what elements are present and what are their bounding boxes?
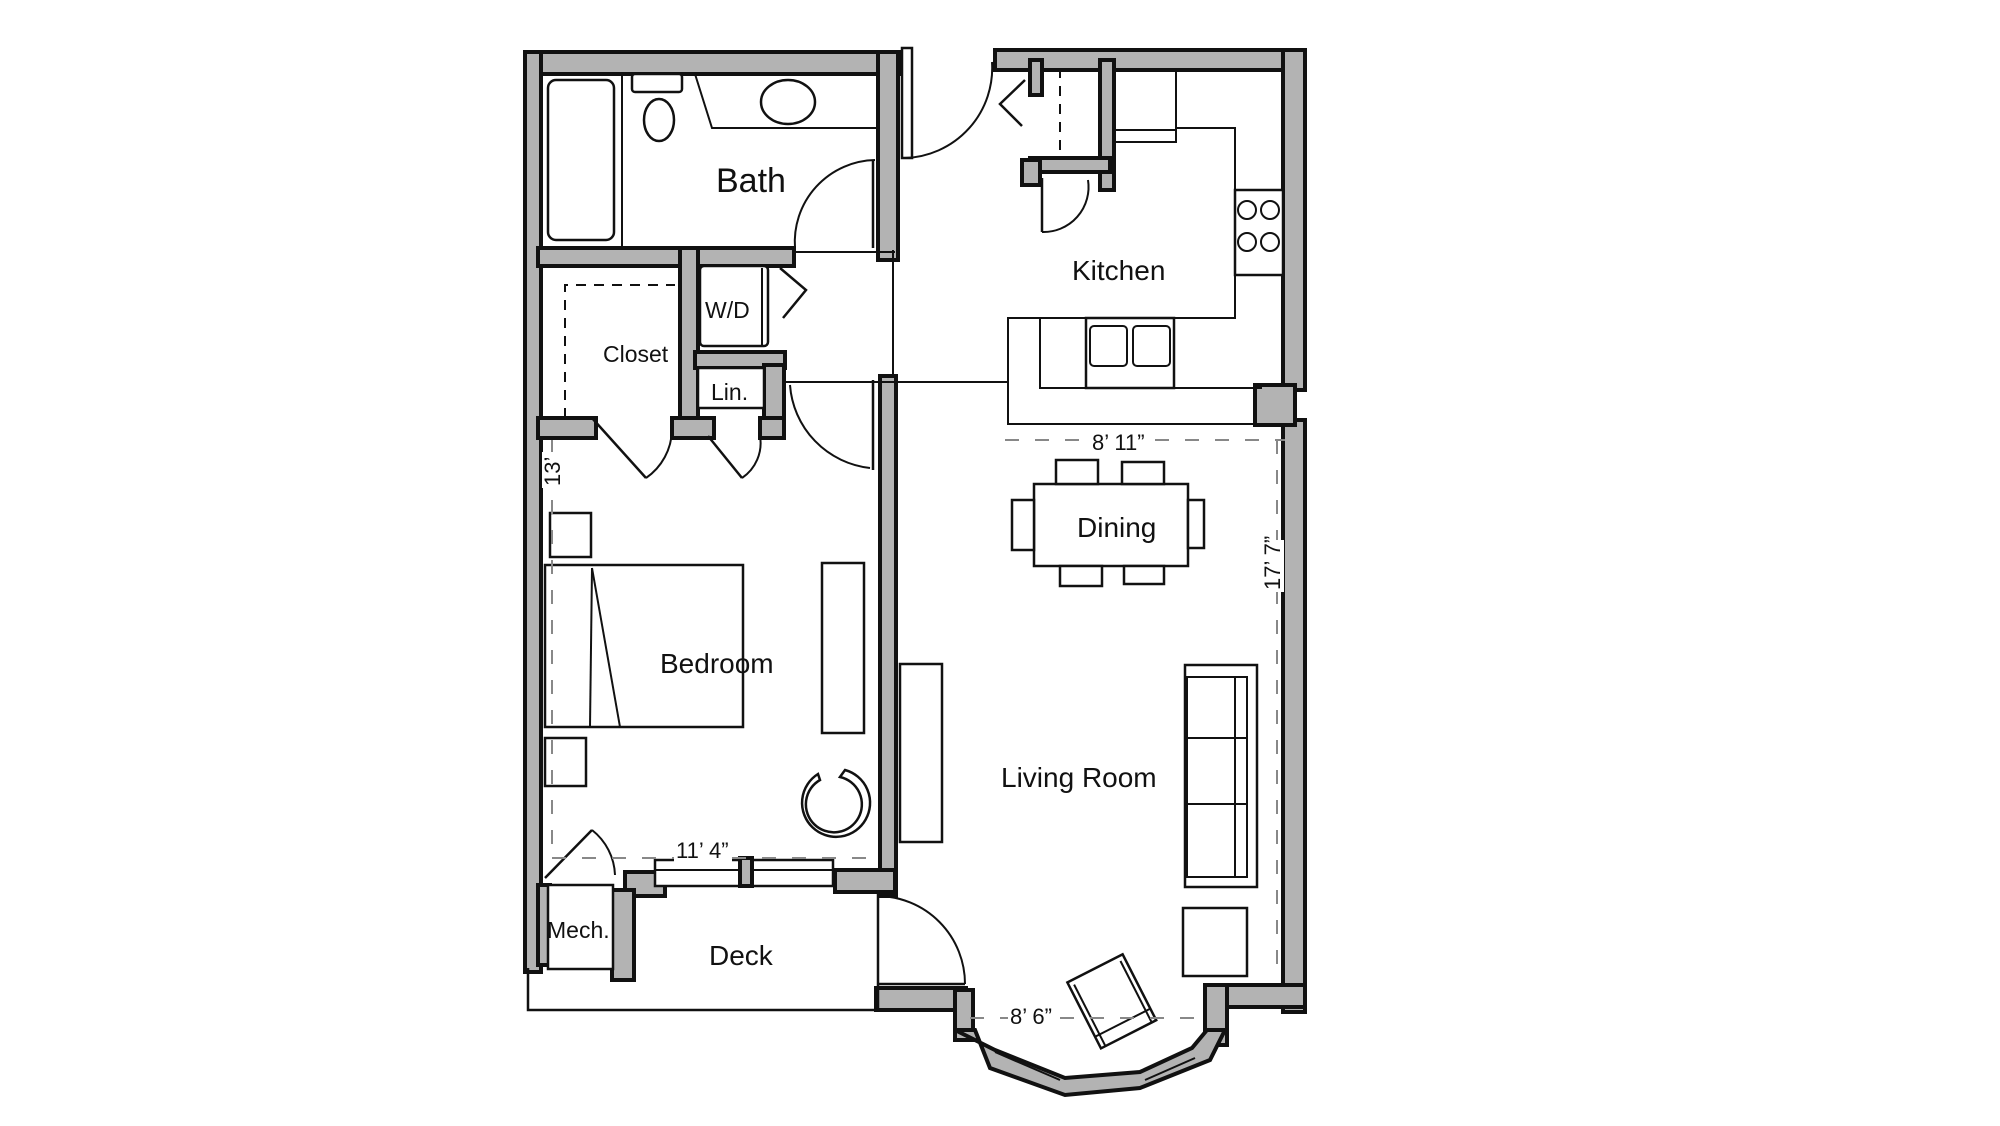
room-label-linen: Lin.	[711, 379, 748, 405]
room-label-mech: Mech.	[547, 917, 610, 943]
deck-slider	[653, 856, 835, 888]
room-label-closet: Closet	[603, 341, 669, 367]
dimension-living-depth: 17’ 7”	[1260, 536, 1285, 590]
bay-window	[954, 1028, 1229, 1098]
room-label-kitchen: Kitchen	[1072, 255, 1165, 286]
dining-set	[1010, 458, 1206, 588]
dimension-bay-width: 8’ 6”	[1010, 1004, 1052, 1029]
room-label-dining: Dining	[1077, 512, 1156, 543]
bedroom-furniture	[543, 511, 872, 971]
bath-fixtures	[546, 72, 878, 249]
room-label-deck: Deck	[709, 940, 774, 971]
room-label-living-room: Living Room	[1001, 762, 1157, 793]
living-furniture	[877, 662, 1259, 1051]
room-label-wd: W/D	[705, 297, 750, 323]
dimension-bedroom-width: 11’ 4”	[676, 838, 729, 863]
deck-outline	[526, 890, 880, 1012]
closet-area	[564, 250, 1008, 479]
room-label-bedroom: Bedroom	[660, 648, 774, 679]
dimension-dining-width: 8’ 11”	[1092, 430, 1145, 455]
dimension-bedroom-depth: 13’	[540, 457, 565, 486]
walls	[523, 48, 1307, 1047]
room-label-bath: Bath	[716, 162, 786, 200]
kitchen-fixtures	[900, 46, 1285, 425]
